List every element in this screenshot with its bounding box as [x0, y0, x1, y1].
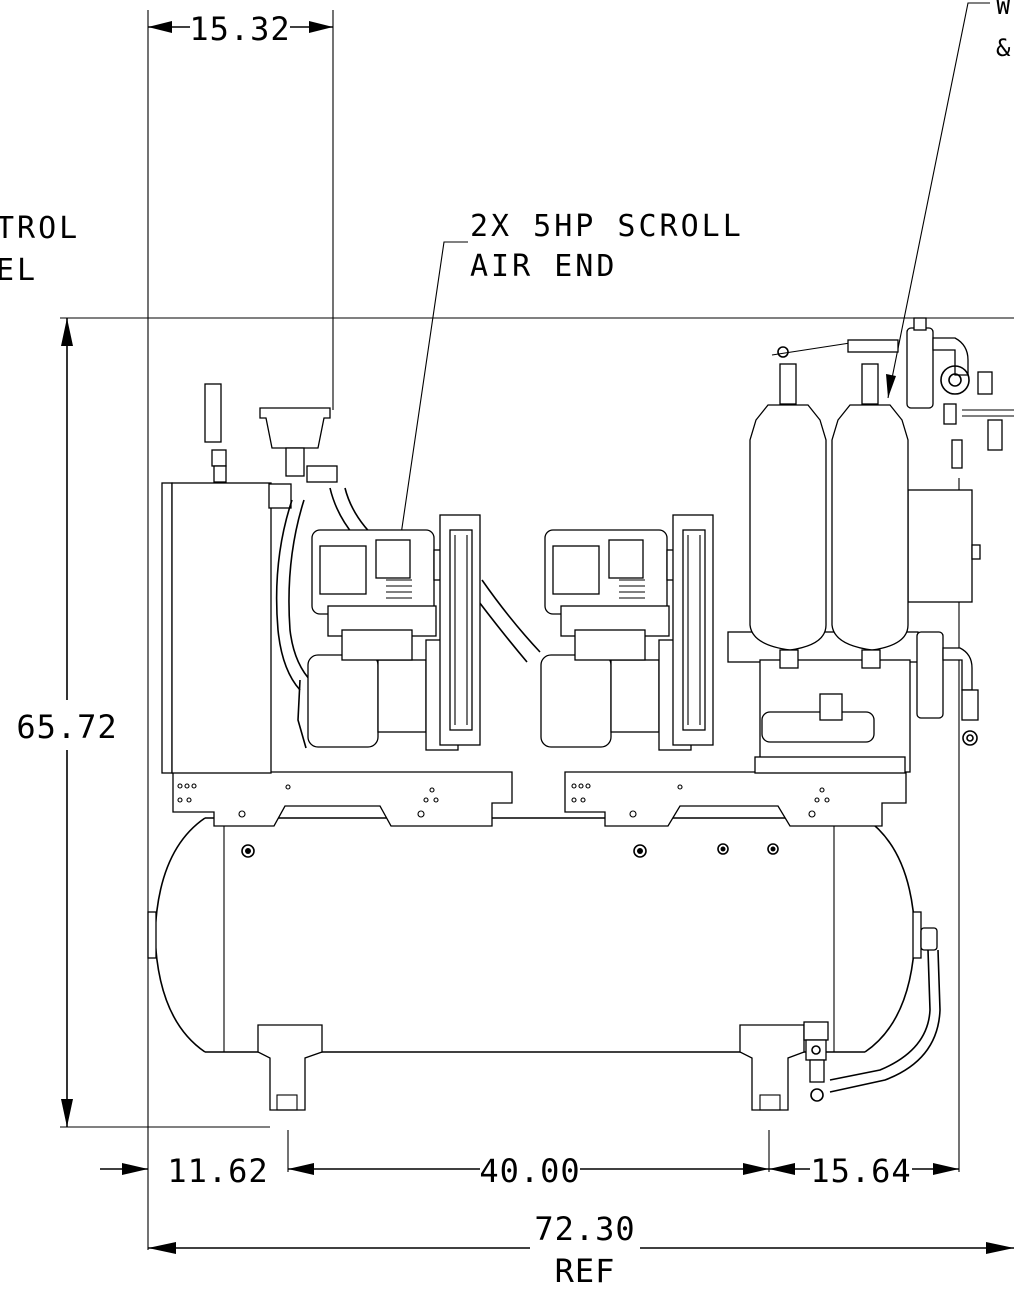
- scroll-air-end-1: [307, 514, 481, 751]
- dim-overall-width-note: REF: [555, 1252, 616, 1290]
- dim-top-offset: 15.32: [189, 10, 290, 48]
- desiccant-dryer: [727, 317, 1014, 774]
- receiver-tank: [147, 817, 941, 1093]
- dimension-lines: [60, 10, 1014, 1254]
- tank-feet: [257, 1024, 805, 1111]
- callout-dryer-line2: &: [996, 34, 1011, 62]
- control-panel-box: [161, 383, 338, 774]
- dimension-labels: 15.32 65.72 11.62 40.00 15.64 72.30 REF: [16, 10, 911, 1290]
- scroll-air-end-2: [540, 514, 714, 751]
- callout-dryer-line1: W: [996, 0, 1011, 20]
- callout-air-end-line1: 2X 5HP SCROLL: [470, 209, 744, 244]
- callout-air-end-line2: AIR END: [470, 249, 617, 284]
- dim-height: 65.72: [16, 708, 117, 746]
- callout-control-panel-line2: EL: [0, 253, 38, 288]
- callout-labels: 2X 5HP SCROLL AIR END TROL EL W &: [0, 0, 1011, 288]
- auto-drain: [803, 1021, 829, 1102]
- dim-foot-span: 40.00: [479, 1152, 580, 1190]
- mounting-saddles: [172, 771, 907, 827]
- callout-control-panel-line1: TROL: [0, 211, 80, 246]
- dim-left-offset: 11.62: [167, 1152, 268, 1190]
- dim-overall-width: 72.30: [534, 1210, 635, 1248]
- dim-right-offset: 15.64: [810, 1152, 911, 1190]
